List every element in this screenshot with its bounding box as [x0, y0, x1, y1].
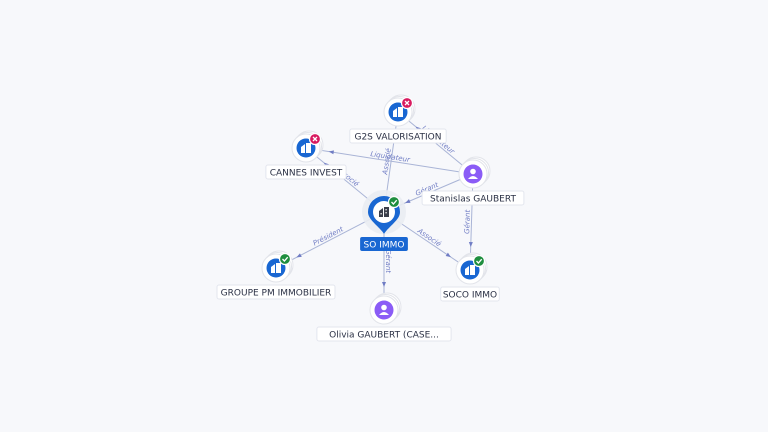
nodes-layer: SO IMMO G2S VALORISATION CANNES INVEST Stan…	[216, 94, 525, 342]
node-label-box	[349, 128, 447, 144]
edge-label: Gérant	[463, 209, 472, 234]
edge-label: Gérant	[384, 249, 392, 273]
edge-arrow-icon	[296, 253, 302, 258]
node-label: Stanislas GAUBERT	[430, 195, 516, 205]
node-label-box	[316, 326, 452, 342]
node-center[interactable]: SO IMMO	[360, 190, 408, 251]
node-soco[interactable]: SOCO IMMO	[440, 252, 500, 302]
node-olivia[interactable]: Olivia GAUBERT (CASE...	[316, 292, 452, 342]
node-label: GROUPE PM IMMOBILIER	[221, 289, 332, 299]
check-badge-icon	[278, 252, 292, 266]
cross-badge-icon	[308, 132, 322, 146]
cross-badge-icon	[400, 96, 414, 110]
node-label: SO IMMO	[364, 241, 405, 251]
person-icon	[379, 304, 389, 315]
edge-arrow-icon	[468, 241, 473, 248]
edge-arrow-icon	[405, 199, 411, 203]
node-label-box	[265, 164, 347, 180]
edge-arrow-icon	[382, 282, 386, 287]
building-icon	[271, 263, 281, 273]
node-label: SOCO IMMO	[443, 291, 497, 301]
edge-label: Associé	[415, 226, 443, 248]
node-label-box	[216, 284, 336, 300]
edge-arrow-icon	[328, 150, 334, 155]
node-label: Olivia GAUBERT (CASE...	[329, 331, 439, 341]
building-icon	[393, 107, 403, 117]
node-label-box	[440, 286, 500, 302]
edge-label: Président	[312, 225, 345, 247]
check-badge-icon	[472, 254, 486, 268]
building-icon	[465, 265, 475, 275]
building-icon	[301, 143, 311, 153]
node-stanislas[interactable]: Stanislas GAUBERT	[421, 156, 525, 206]
building-icon	[379, 207, 389, 217]
node-g2s[interactable]: G2S VALORISATION	[349, 94, 447, 144]
check-badge-icon	[387, 195, 401, 209]
node-label-box	[421, 190, 525, 206]
edge-arrow-icon	[445, 252, 451, 258]
edge-line	[305, 147, 474, 175]
person-icon	[468, 168, 478, 179]
node-groupe[interactable]: GROUPE PM IMMOBILIER	[216, 250, 336, 300]
edge-label: Associé	[381, 147, 393, 176]
node-label: CANNES INVEST	[270, 169, 343, 179]
node-cannes[interactable]: CANNES INVEST	[265, 130, 347, 180]
node-label-box	[360, 237, 408, 251]
node-label: G2S VALORISATION	[354, 133, 441, 143]
